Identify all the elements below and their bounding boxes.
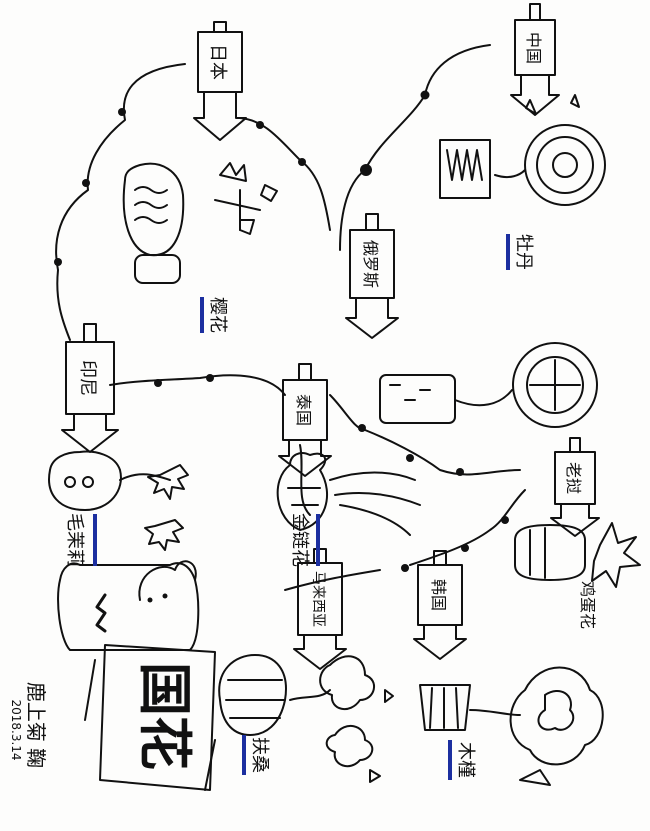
flower-label-peony: 牡丹 — [506, 234, 534, 270]
sunflower — [454, 342, 598, 428]
signpost-china: 中国 — [510, 3, 560, 116]
signpost-japan: 日本 — [193, 21, 247, 141]
flower-label-jasmine: 毛茉莉 — [64, 513, 97, 567]
flower-label-rose-of-sharon: 木槿 — [448, 740, 476, 780]
signpost-laos: 老挝 — [550, 437, 600, 537]
hibiscus-flower — [289, 655, 394, 783]
date-stamp: 2018.3.14 — [9, 699, 23, 760]
svg-text:扶桑: 扶桑 — [249, 737, 270, 773]
route-path — [55, 44, 526, 591]
svg-text:金链花: 金链花 — [289, 513, 310, 567]
country-label-japan: 日本 — [207, 44, 228, 80]
svg-text:鹿上菊 鞠: 鹿上菊 鞠 — [24, 682, 48, 768]
svg-text:2018.3.14: 2018.3.14 — [9, 699, 23, 760]
page-title: 国花 — [133, 662, 196, 770]
peony-flower — [494, 94, 606, 206]
vase-laos — [514, 524, 586, 581]
pot-malaysia — [218, 654, 287, 736]
signpost-korea: 韩国 — [413, 550, 467, 660]
signpost-russia: 俄罗斯 — [345, 213, 399, 339]
signpost-malaysia: 马来西亚 — [293, 548, 347, 670]
svg-text:鸡蛋花: 鸡蛋花 — [578, 581, 597, 629]
flower-label-golden-shower: 金链花 — [289, 513, 320, 567]
signpost-india: 印尼 — [61, 323, 119, 453]
flower-label-sakura: 樱花 — [200, 297, 228, 333]
title-card: 国花 — [99, 644, 216, 791]
country-label-korea: 韩国 — [429, 579, 448, 611]
svg-text:毛茉莉: 毛茉莉 — [64, 513, 85, 567]
frangipani-flower — [591, 522, 641, 588]
flower-label-hibiscus: 扶桑 — [242, 735, 270, 775]
jasmine-flower — [119, 464, 189, 551]
pot-korea — [419, 684, 471, 731]
sakura-flower — [214, 162, 278, 235]
golden-shower-flower — [329, 471, 421, 536]
svg-text:木槿: 木槿 — [455, 742, 476, 778]
pot-sunflower — [379, 374, 456, 424]
teapot-japan — [122, 162, 185, 284]
svg-text:樱花: 樱花 — [207, 297, 228, 333]
country-label-china: 中国 — [524, 32, 543, 64]
route-dots — [54, 90, 509, 572]
signature: 鹿上菊 鞠 — [24, 682, 48, 768]
svg-text:牡丹: 牡丹 — [513, 234, 534, 270]
country-label-malaysia: 马来西亚 — [310, 571, 326, 627]
country-label-russia: 俄罗斯 — [361, 240, 380, 288]
signpost-thailand: 泰国 — [278, 363, 332, 477]
pot-china — [439, 139, 491, 199]
rose-of-sharon-flower — [469, 666, 604, 786]
country-label-india: 印尼 — [77, 360, 98, 396]
pot-india — [48, 450, 122, 511]
flower-label-frangipani: 鸡蛋花 — [578, 581, 597, 629]
country-label-laos: 老挝 — [564, 462, 583, 494]
country-label-thailand: 泰国 — [294, 394, 313, 426]
bunny-illustration — [57, 560, 216, 791]
vase-thailand — [276, 452, 329, 531]
